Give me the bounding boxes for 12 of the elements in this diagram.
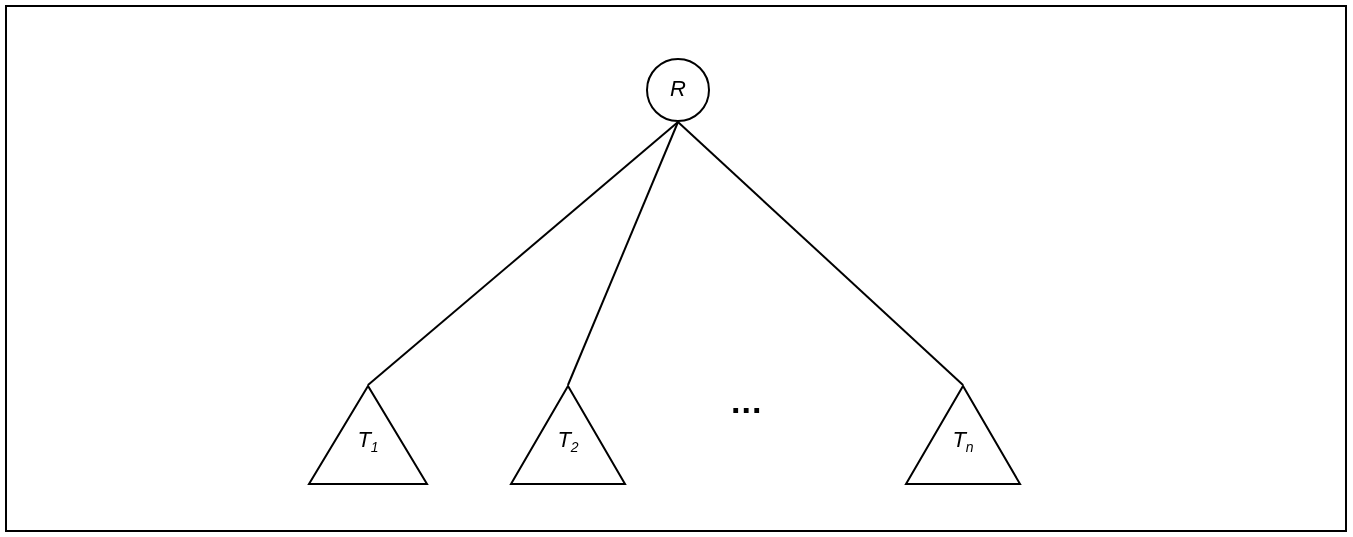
connector-line <box>567 121 679 386</box>
ellipsis: ... <box>731 382 763 421</box>
node-label: T$_{1}$ <box>356 427 380 456</box>
connector-line <box>677 121 964 386</box>
node-label: R <box>669 76 687 102</box>
subtree-triangle <box>905 385 1021 485</box>
circle-node <box>646 58 710 122</box>
subtree-triangle <box>308 385 428 485</box>
node-label: T$_{2}$ <box>556 427 580 456</box>
node-label: T$_{n}$ <box>951 427 975 456</box>
connector-line <box>367 121 679 386</box>
subtree-triangle <box>510 385 626 485</box>
